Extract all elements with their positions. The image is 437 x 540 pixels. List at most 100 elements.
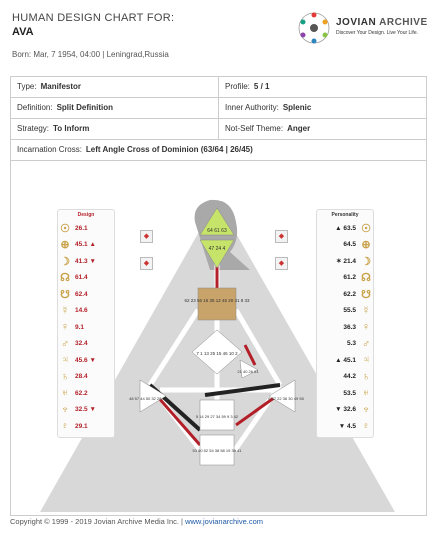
solar-plexus-center xyxy=(268,379,296,413)
heart-center xyxy=(239,359,259,379)
planet-gate-value: ▲ 45.1 xyxy=(335,356,356,364)
planet-row: 64.5 ⊕ xyxy=(317,237,373,254)
sacral-gates: 5 14 29 27 34 59 9 3 42 xyxy=(196,414,239,419)
planet-row: ▲ 45.1 ♃ xyxy=(317,352,373,369)
spleen-gates: 48 57 44 50 32 28 18 xyxy=(129,396,168,401)
strategy-label: Strategy: xyxy=(17,124,50,133)
authority-label: Inner Authority: xyxy=(225,103,279,112)
planet-gate-value: 32.4 xyxy=(75,340,88,348)
pluto-icon: ♇ xyxy=(361,420,371,433)
planet-row: ☋ 62.4 xyxy=(58,286,114,303)
planet-gate-value: 36.3 xyxy=(343,323,356,331)
planet-row: ♃ 45.6 ▼ xyxy=(58,352,114,369)
planet-gate-value: 62.2 xyxy=(75,389,88,397)
planet-row: ▼ 4.5♇ xyxy=(317,418,373,435)
planet-gate-value: 29.1 xyxy=(75,422,88,430)
planet-gate-value: ✶ 21.4 xyxy=(336,258,356,266)
planet-gate-value: 5.3 xyxy=(346,340,356,348)
planet-gate-value: 62.2 xyxy=(343,290,356,298)
planet-row: ♄28.4 xyxy=(58,369,114,386)
authority-value: Splenic xyxy=(282,103,312,112)
g-gates: 7 1 13 25 15 46 10 2 xyxy=(196,351,238,356)
planet-row: ☊ 61.4 xyxy=(58,270,114,287)
design-planets: Design ☉26.1⊕45.1 ▲☽41.3 ▼☊61.4☋62.4☿14.… xyxy=(57,209,115,438)
planet-gate-value: 45.6 ▼ xyxy=(75,356,96,364)
planet-gate-value: 14.6 xyxy=(75,307,88,315)
planet-row: 62.2☋ xyxy=(317,286,373,303)
planet-gate-value: 44.2 xyxy=(343,373,356,381)
planet-row: 36.3♀ xyxy=(317,319,373,336)
root-center xyxy=(199,434,235,466)
head-center xyxy=(199,207,235,236)
planet-gate-value: 28.4 xyxy=(75,373,88,381)
sacral-center xyxy=(199,399,235,431)
logo-wordmark: JOVIAN ARCHIVE xyxy=(336,17,428,28)
strategy-value: To Inform xyxy=(53,124,90,133)
planet-gate-value: 26.1 xyxy=(75,224,88,232)
planet-gate-value: 53.5 xyxy=(343,389,356,397)
profile-label: Profile: xyxy=(225,82,250,91)
person-name: AVA xyxy=(12,26,34,38)
planet-gate-value: 55.5 xyxy=(343,307,356,315)
personality-arrow-bottom-icon: ◆ xyxy=(275,257,288,270)
channel-personality xyxy=(204,383,281,397)
planet-gate-value: 45.1 ▲ xyxy=(75,241,96,249)
head-gates: 64 61 63 xyxy=(207,228,227,234)
type-value: Manifestor xyxy=(40,82,82,91)
jupiter-icon: ♃ xyxy=(60,354,70,367)
website-link[interactable]: www.jovianarchive.com xyxy=(185,517,264,526)
heart-gates: 21 40 26 51 xyxy=(237,369,259,374)
planet-gate-value: ▲ 63.5 xyxy=(335,224,356,232)
info-row-cross: Incarnation Cross:Left Angle Cross of Do… xyxy=(11,140,426,160)
bodygraph-chart: 64 61 63 47 24 4 62 23 56 16 35 12 45 20… xyxy=(40,199,395,512)
planet-gate-value: 41.3 ▼ xyxy=(75,257,96,265)
profile-value: 5 / 1 xyxy=(253,82,270,91)
neptune-icon: ♆ xyxy=(361,403,371,416)
spleen-center xyxy=(139,379,167,413)
planet-row: ▼ 32.6 ♆ xyxy=(317,402,373,419)
planet-row: 53.5♅ xyxy=(317,385,373,402)
mars-icon: ♂ xyxy=(60,337,70,350)
uranus-icon: ♅ xyxy=(60,387,70,400)
jovian-logo-icon xyxy=(298,12,330,44)
north-node-icon: ☊ xyxy=(361,272,371,285)
birth-info: Born: Mar, 7 1954, 04:00 | Leningrad,Rus… xyxy=(12,50,169,59)
type-label: Type: xyxy=(17,82,37,91)
planet-gate-value: 64.5 xyxy=(343,241,356,249)
planet-gate-value: 32.5 ▼ xyxy=(75,406,96,414)
planet-row: 61.2 ☊ xyxy=(317,270,373,287)
earth-icon: ⊕ xyxy=(361,239,371,252)
logo-tagline: Discover Your Design. Live Your Life. xyxy=(336,30,418,36)
south-node-icon: ☋ xyxy=(60,288,70,301)
channel-design-3 xyxy=(243,344,257,366)
planet-gate-value: 61.4 xyxy=(75,274,88,282)
info-row-definition: Definition:Split Definition Inner Author… xyxy=(11,98,426,119)
planet-row: 5.3♂ xyxy=(317,336,373,353)
personality-heading: Personality xyxy=(331,212,359,218)
footer: Copyright © 1999 - 2019 Jovian Archive M… xyxy=(10,517,263,526)
planet-row: 55.5 ☿ xyxy=(317,303,373,320)
planet-row: ♇29.1 xyxy=(58,418,114,435)
definition-value: Split Definition xyxy=(56,103,114,112)
planet-gate-value: 62.4 xyxy=(75,290,88,298)
cross-label: Incarnation Cross: xyxy=(17,145,82,154)
personality-planets: Personality ▲ 63.5☉64.5⊕✶ 21.4☽61.2☊62.2… xyxy=(316,209,374,438)
g-center xyxy=(191,329,243,375)
planet-row: ♂ 32.4 xyxy=(58,336,114,353)
cross-value: Left Angle Cross of Dominion (63/64 | 26… xyxy=(85,145,253,154)
planet-row: ♀9.1 xyxy=(58,319,114,336)
planet-gate-value: ▼ 32.6 xyxy=(335,406,356,414)
ajna-gates: 47 24 4 xyxy=(209,246,226,252)
planet-row: ⊕ 45.1 ▲ xyxy=(58,237,114,254)
north-node-icon: ☊ xyxy=(60,272,70,285)
mercury-icon: ☿ xyxy=(60,304,70,317)
venus-icon: ♀ xyxy=(60,321,70,334)
definition-label: Definition: xyxy=(17,103,53,112)
copyright-text: Copyright © 1999 - 2019 Jovian Archive M… xyxy=(10,517,186,526)
mercury-icon: ☿ xyxy=(361,304,371,317)
planet-row: ☉26.1 xyxy=(58,220,114,237)
earth-icon: ⊕ xyxy=(60,239,70,252)
jupiter-icon: ♃ xyxy=(361,354,371,367)
planet-gate-value: 61.2 xyxy=(343,274,356,282)
moon-icon: ☽ xyxy=(361,255,371,268)
